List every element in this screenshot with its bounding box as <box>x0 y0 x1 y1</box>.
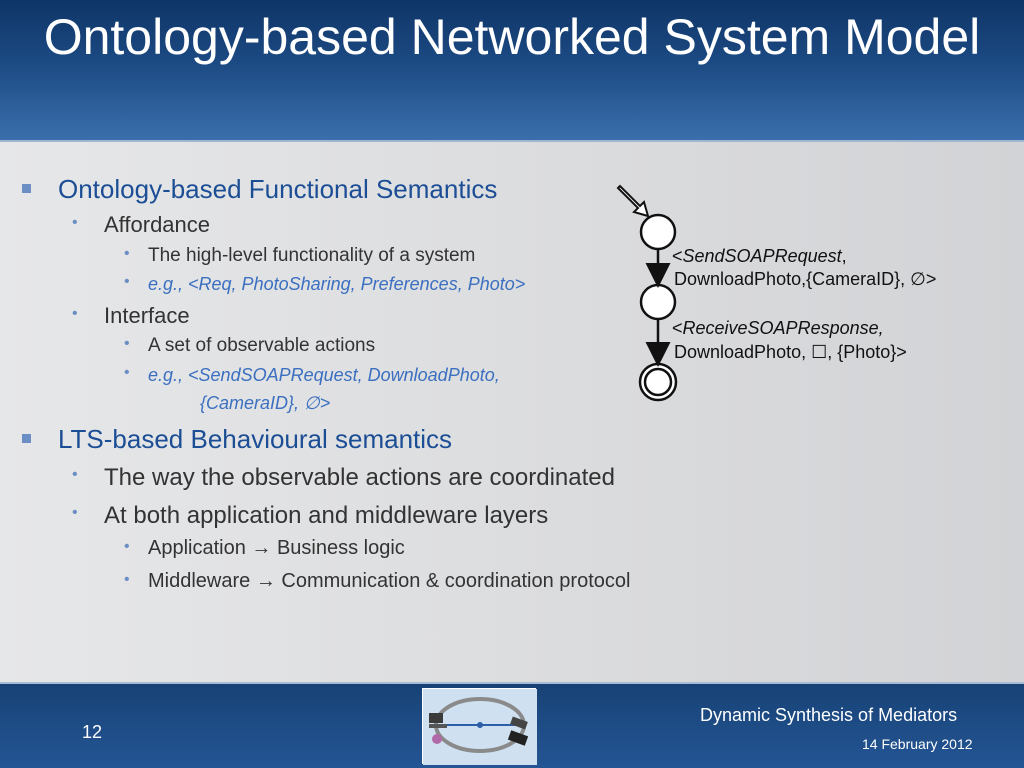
bullet-affordance: Affordance <box>104 212 211 237</box>
project-logo <box>422 688 537 765</box>
transition-2-label-line2: DownloadPhoto, ☐, {Photo}> <box>674 342 907 362</box>
title-bar: Ontology-based Networked System Model <box>0 0 1024 142</box>
bullet-coordination: The way the observable actions are coord… <box>104 464 615 491</box>
bullet-dot-icon: • <box>124 335 130 352</box>
transition-1-label-line1: <SendSOAPRequest, <box>672 246 847 266</box>
state-intermediate <box>639 283 677 321</box>
bullet-dot-icon: • <box>124 571 130 588</box>
bullet-dot-icon: • <box>124 273 130 290</box>
bullet-lts-semantics: LTS-based Behavioural semantics <box>58 424 453 454</box>
slide-content <box>0 142 1024 682</box>
bullet-dot-icon: • <box>72 214 78 231</box>
transition-1-label-line2: DownloadPhoto,{CameraID}, ∅> <box>674 269 937 289</box>
bullet-interface-example-line1: e.g., <SendSOAPRequest, DownloadPhoto, <box>148 365 500 385</box>
bullet-interface: Interface <box>104 303 190 328</box>
bullet-interface-example-line2: {CameraID}, ∅> <box>200 393 331 413</box>
network-logo-icon <box>423 689 537 765</box>
bullet-interface-desc: A set of observable actions <box>148 335 376 356</box>
state-initial <box>639 213 677 251</box>
bullet-affordance-desc: The high-level functionality of a system <box>148 245 476 266</box>
bullet-square-icon <box>22 434 31 443</box>
bullet-affordance-example: e.g., <Req, PhotoSharing, Preferences, P… <box>148 274 526 294</box>
bullet-square-icon <box>22 184 31 193</box>
initial-arrow-icon <box>616 184 650 218</box>
slide-title: Ontology-based Networked System Model <box>43 9 981 65</box>
bullet-ontology-semantics: Ontology-based Functional Semantics <box>58 174 498 204</box>
bullet-dot-icon: • <box>124 364 130 381</box>
bullet-application: Application → Business logic <box>148 537 405 559</box>
footer-title: Dynamic Synthesis of Mediators <box>700 705 958 725</box>
bullet-layers: At both application and middleware layer… <box>104 502 549 529</box>
bullet-dot-icon: • <box>72 504 78 521</box>
bullet-dot-icon: • <box>124 538 130 555</box>
bullet-dot-icon: • <box>72 466 78 483</box>
footer-date: 14 February 2012 <box>862 736 973 752</box>
bullet-middleware: Middleware → Communication & coordinatio… <box>148 570 631 592</box>
state-final-inner <box>643 367 673 397</box>
transition-2-label-line1: <ReceiveSOAPResponse, <box>672 318 884 338</box>
bullet-dot-icon: • <box>72 305 78 322</box>
lts-diagram <box>616 184 678 402</box>
page-number: 12 <box>82 722 103 742</box>
bullet-dot-icon: • <box>124 245 130 262</box>
